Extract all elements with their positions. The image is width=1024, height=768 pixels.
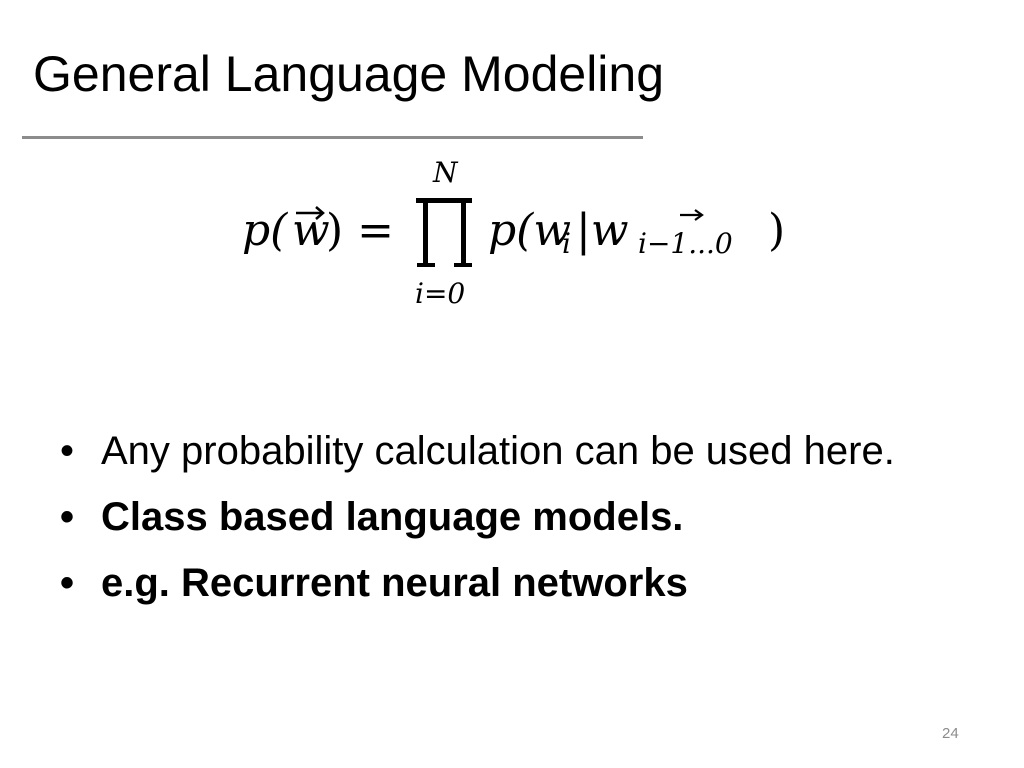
formula-rhs-open: p(w: [488, 205, 571, 256]
product-symbol-icon: [416, 198, 472, 267]
formula-prod-lower: i=0: [415, 277, 465, 310]
bullet-text: Any probability calculation can be used …: [101, 429, 895, 473]
formula-rhs-close: ): [768, 205, 785, 256]
bullet-icon: •: [60, 495, 75, 539]
formula-rhs-sub: i−1...0: [638, 227, 733, 260]
formula-rhs-given: |w: [576, 205, 629, 256]
slide-title: General Language Modeling: [33, 46, 665, 102]
formula-lhs-close: ) =: [326, 205, 394, 256]
probability-formula: p( w ) = N i=0 p(w i |w i−1...0 ): [242, 156, 785, 310]
bullet-text: Class based language models.: [101, 495, 684, 539]
bullet-item: • Class based language models.: [60, 490, 960, 544]
formula-prod-upper: N: [432, 156, 459, 189]
formula-rhs-sub-i: i: [562, 227, 571, 260]
formula-lhs-p: p(: [242, 205, 288, 256]
subscript-vector-arrow-icon: [680, 209, 704, 221]
bullet-list: • Any probability calculation can be use…: [60, 424, 960, 622]
bullet-item: • e.g. Recurrent neural networks: [60, 556, 960, 610]
title-divider: [22, 136, 643, 139]
bullet-text: e.g. Recurrent neural networks: [101, 561, 688, 605]
page-number: 24: [942, 725, 959, 742]
bullet-icon: •: [60, 561, 75, 605]
bullet-icon: •: [60, 429, 75, 473]
vector-arrow-icon: [296, 206, 325, 220]
bullet-item: • Any probability calculation can be use…: [60, 424, 960, 478]
